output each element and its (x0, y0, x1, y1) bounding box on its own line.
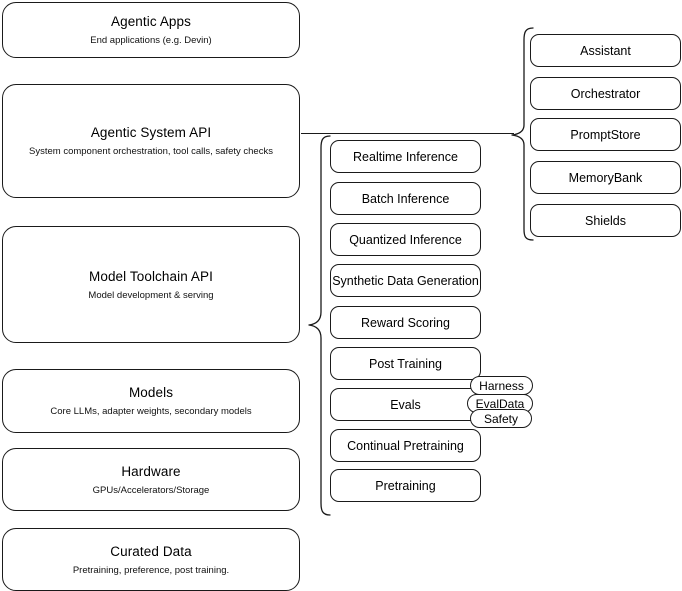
eval-tag-harness[interactable]: Harness (470, 376, 533, 395)
component-label: Post Training (369, 356, 442, 371)
layer-title: Agentic Apps (110, 14, 191, 29)
component-label: Continual Pretraining (347, 438, 464, 453)
component-reward-scoring[interactable]: Reward Scoring (330, 306, 481, 339)
layer-subtitle: Core LLMs, adapter weights, secondary mo… (50, 406, 252, 417)
component-memorybank[interactable]: MemoryBank (530, 161, 681, 194)
component-label: Assistant (580, 43, 631, 58)
eval-tag-evaldata[interactable]: EvalData (467, 394, 533, 413)
layer-title: Model Toolchain API (89, 268, 213, 284)
eval-tag-label: Harness (479, 378, 524, 393)
layer-box-hardware[interactable]: Hardware GPUs/Accelerators/Storage (2, 448, 300, 511)
component-promptstore[interactable]: PromptStore (530, 118, 681, 151)
component-quantized-inference[interactable]: Quantized Inference (330, 223, 481, 256)
component-label: PromptStore (570, 127, 641, 142)
component-label: MemoryBank (568, 170, 643, 185)
brace-toolchain-components (308, 135, 331, 516)
component-label: Reward Scoring (361, 315, 450, 330)
component-pretraining[interactable]: Pretraining (330, 469, 481, 502)
connector-agentic-system-to-components (301, 133, 514, 135)
layer-box-agentic-apps[interactable]: Agentic Apps End applications (e.g. Devi… (2, 2, 300, 58)
component-label: Orchestrator (570, 86, 641, 101)
component-orchestrator[interactable]: Orchestrator (530, 77, 681, 110)
component-assistant[interactable]: Assistant (530, 34, 681, 67)
eval-tag-label: Safety (483, 411, 519, 426)
layer-subtitle: End applications (e.g. Devin) (90, 35, 212, 46)
component-label: Realtime Inference (353, 149, 458, 164)
component-post-training[interactable]: Post Training (330, 347, 481, 380)
component-label: Evals (390, 397, 421, 412)
component-batch-inference[interactable]: Batch Inference (330, 182, 481, 215)
layer-title: Hardware (121, 463, 181, 479)
layer-subtitle: Model development & serving (88, 289, 214, 301)
layer-box-model-toolchain-api[interactable]: Model Toolchain API Model development & … (2, 226, 300, 343)
component-label: Batch Inference (361, 191, 450, 206)
brace-agentic-components (511, 27, 534, 241)
eval-tag-label: EvalData (475, 396, 525, 411)
layer-subtitle: GPUs/Accelerators/Storage (92, 484, 210, 496)
layer-box-agentic-system-api[interactable]: Agentic System API System component orch… (2, 84, 300, 198)
component-synthetic-data-generation[interactable]: Synthetic Data Generation (330, 264, 481, 297)
layer-subtitle: Pretraining, preference, post training. (72, 564, 230, 576)
component-label: Shields (585, 213, 626, 228)
layer-subtitle: System component orchestration, tool cal… (29, 146, 273, 157)
component-shields[interactable]: Shields (530, 204, 681, 237)
eval-tag-safety[interactable]: Safety (470, 409, 532, 428)
layer-title: Agentic System API (90, 125, 212, 140)
layer-title: Curated Data (110, 543, 192, 559)
component-label: Pretraining (375, 478, 436, 493)
component-evals[interactable]: Evals (330, 388, 481, 421)
component-label: Synthetic Data Generation (332, 273, 479, 288)
layer-box-models[interactable]: Models Core LLMs, adapter weights, secon… (2, 369, 300, 433)
component-realtime-inference[interactable]: Realtime Inference (330, 140, 481, 173)
layer-box-curated-data[interactable]: Curated Data Pretraining, preference, po… (2, 528, 300, 591)
component-continual-pretraining[interactable]: Continual Pretraining (330, 429, 481, 462)
layer-title: Models (128, 385, 174, 400)
component-label: Quantized Inference (349, 232, 462, 247)
